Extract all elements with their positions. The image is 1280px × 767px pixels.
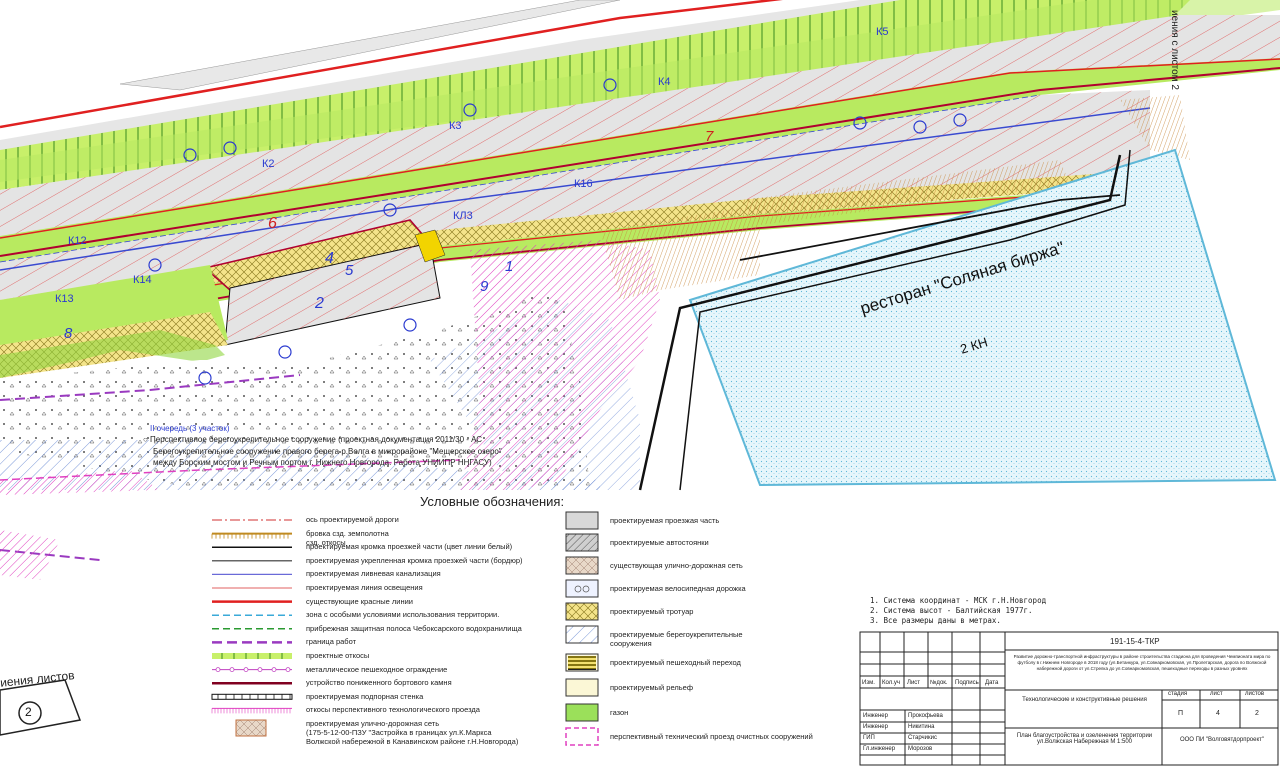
stamp-org: ООО ПИ "Волговятдорпроект"	[1179, 737, 1265, 743]
lane-number-6: 6	[268, 215, 277, 232]
legend-label-blue: проектируемая ливневая канализация	[306, 569, 441, 579]
legend-swatch-sidewalk	[565, 602, 599, 621]
legend-label-crossing: проектируемый пешеходный переход	[610, 658, 741, 667]
legend-label-grey: проектируемая проезжая часть	[610, 516, 720, 525]
stamp-name-1: Прокофьева	[908, 713, 943, 719]
stamp-col-4: №док.	[930, 680, 948, 686]
stamp-role-2: Инженер	[863, 724, 888, 730]
lane-number-4: 4	[325, 250, 334, 267]
stamp-sheet-head: лист	[1210, 691, 1223, 697]
legend-swatch-bike	[565, 579, 599, 598]
cross-label-k12: К12	[68, 235, 87, 247]
stamp-col-5: Подпись	[955, 680, 979, 686]
legend-label-slope: проектные откосы	[306, 651, 370, 660]
stamp-code: 191-15-4-ТКР	[1110, 637, 1160, 646]
note-line-4: между Борским мостом и Речным портом г. …	[153, 458, 492, 467]
stamp-sheet: 4	[1216, 710, 1220, 717]
legend-label-dark: проектируемая укрепленная кромка проезже…	[306, 555, 523, 565]
legend-label-tech: перспективный технический проезд очистны…	[610, 732, 813, 741]
stamp-sheet-title: План благоустройства и озеленения террит…	[1016, 733, 1153, 745]
legend-swatch-brow	[211, 532, 292, 539]
stamp-name-3: Старчикис	[908, 735, 938, 741]
legend-label-exist: существующая улично-дорожная сеть	[610, 561, 743, 570]
legend-label-maroon: устройство пониженного бортового камня	[306, 678, 452, 688]
legend-label-relief: проектируемый рельеф	[610, 683, 694, 692]
legend-swatch-crossing	[565, 653, 599, 672]
stamp-col-2: Кол.уч	[882, 680, 900, 686]
legend-label-purple: граница работ	[306, 637, 357, 647]
legend-label-orangebox: проектируемая улично-дорожная сеть(175-5…	[306, 719, 519, 746]
legend-title: Условные обозначения:	[420, 494, 565, 509]
stamp-role-1: Инженер	[863, 713, 888, 719]
stamp-description: Развитие дорожно-транспортной инфраструк…	[1013, 654, 1271, 671]
note-line-3: Берегоукрепительное сооружение правого б…	[153, 447, 502, 456]
legend-swatch-relief	[565, 678, 599, 697]
stamp-col-3: Лист	[907, 680, 921, 686]
stamp-name-2: Никитина	[908, 724, 935, 730]
lane-number-7: 7	[705, 128, 714, 145]
lane-number-2: 2	[315, 295, 324, 312]
legend-swatch-magslope	[211, 707, 292, 714]
cross-label-k16: К16	[574, 178, 593, 190]
stamp-sheets-head: листов	[1245, 691, 1265, 697]
legend-swatch-lawn	[565, 703, 599, 722]
note-1: 1. Система координат - МСК г.Н.Новгород	[870, 596, 1047, 605]
stamp-col-6: Дата	[985, 680, 999, 686]
sheet-number-circle	[18, 701, 42, 725]
stamp-role-3: ГИП	[863, 735, 875, 741]
stamp-section: Технологические и конструктивные решения	[1022, 697, 1147, 703]
note-3: 3. Все размеры даны в метрах.	[870, 616, 1001, 625]
cross-label-k13: К13	[55, 293, 74, 305]
sheet-circle-number: 2	[25, 705, 32, 719]
legend-label-red: существующие красные линии	[306, 596, 413, 606]
legend-swatch-orangebox	[235, 719, 267, 737]
legend-swatch-slope	[212, 653, 292, 659]
legend-label-wall: проектируемая подпорная стенка	[306, 691, 424, 701]
cross-label-k3: К3	[449, 120, 462, 132]
legend-label-green: прибрежная защитная полоса Чебоксарского…	[306, 623, 522, 633]
cross-label-k4: К4	[658, 76, 671, 88]
legend-label-fence: металлическое пешеходное ограждение	[306, 664, 448, 674]
legend-label-parking: проектируемые автостоянки	[610, 538, 709, 547]
legend-swatch-parking	[565, 533, 599, 552]
legend-swatch-grey	[565, 511, 599, 530]
stamp-role-4: Гл.инженер	[863, 746, 896, 752]
legend-label-bike: проектируемая велосипедная дорожка	[610, 584, 746, 593]
stamp-stage-head: стадия	[1168, 691, 1188, 697]
legend-label-redthin: проектируемая линия освещения	[306, 583, 423, 592]
note-line-2: ○ Перспективное берегоукрепительное соор…	[143, 435, 483, 444]
legend-swatch-tech	[565, 727, 599, 746]
lane-number-8: 8	[64, 325, 73, 342]
legend-swatch-fence	[212, 667, 292, 672]
cross-label-k5: К5	[876, 26, 889, 38]
cross-label-kl3: КЛ3	[453, 210, 473, 222]
cross-label-k14: К14	[133, 274, 152, 286]
legend-label-axis: ось проектируемой дороги	[306, 515, 399, 524]
note-2: 2. Система высот - Балтийская 1977г.	[870, 606, 1033, 615]
lane-number-1: 1	[505, 258, 514, 275]
legend-label-black: проектируемая кромка проезжей части (цве…	[306, 542, 513, 552]
legend-label-lawn: газон	[610, 708, 629, 717]
note-line-1: II очередь (3 участок)	[150, 424, 230, 433]
legend-swatch-wall	[211, 693, 293, 700]
stamp-sheets: 2	[1255, 710, 1259, 717]
legend-label-magslope: откосы перспективного технологического п…	[306, 705, 480, 715]
stamp-stage: П	[1178, 710, 1184, 717]
stamp-name-4: Морозов	[908, 746, 933, 752]
legend-swatch-shore	[565, 625, 599, 644]
cross-label-k2: К2	[262, 158, 275, 170]
legend-swatch-exist	[565, 556, 599, 575]
lane-number-9: 9	[480, 278, 489, 295]
legend-label-sidewalk: проектируемый тротуар	[610, 607, 694, 616]
stamp-col-1: Изм.	[862, 680, 875, 686]
legend-label-cyan: зона с особыми условиями использования т…	[306, 610, 500, 620]
lane-number-5: 5	[345, 262, 354, 279]
side-label: иения с листом 2	[1169, 10, 1180, 90]
